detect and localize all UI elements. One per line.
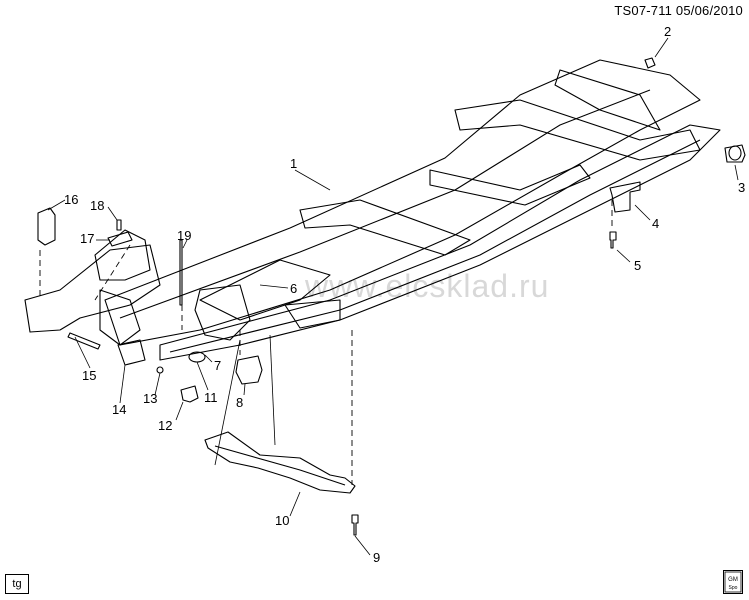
clip-12 [180,385,199,403]
callout-12: 12 [158,418,172,433]
mount-8 [235,355,263,385]
callout-4: 4 [652,216,659,231]
callout-9: 9 [373,550,380,565]
callout-3: 3 [738,180,745,195]
bolt-9 [351,514,359,536]
skid-plate-10 [204,431,356,494]
callout-14: 14 [112,402,126,417]
callout-6: 6 [290,281,297,296]
svg-text:Spo: Spo [729,585,738,591]
callout-10: 10 [275,513,289,528]
front-crossmember [199,259,331,321]
callout-11: 11 [204,390,218,405]
bolt-18 [116,219,122,231]
callout-19: 19 [177,228,191,243]
callout-1: 1 [290,156,297,171]
callout-5: 5 [634,258,641,273]
callout-18: 18 [90,198,104,213]
diagram-reference-code: TS07-711 05/06/2010 [614,3,743,18]
rear-crossmember [454,99,701,161]
right-frame-rail [104,59,701,346]
middle-crossmember [299,199,471,256]
callout-8: 8 [236,395,243,410]
corner-tag: tg [5,574,29,594]
gm-logo-icon: GM Spo [723,570,743,594]
bracket-14 [117,339,146,366]
bushing-3 [724,144,746,163]
callout-7: 7 [214,358,221,373]
bolt-15 [67,332,101,350]
callout-2: 2 [664,24,671,39]
callout-15: 15 [82,368,96,383]
bolt-5 [609,231,617,249]
bolt-2 [644,57,656,69]
callout-17: 17 [80,231,94,246]
bracket-17 [107,231,133,247]
front-bumper-bracket [24,244,161,333]
mount-4 [609,181,641,213]
callout-13: 13 [143,391,157,406]
bracket-16 [37,207,56,246]
nut-13 [156,366,164,374]
svg-text:GM: GM [728,577,738,583]
callout-16: 16 [64,192,78,207]
